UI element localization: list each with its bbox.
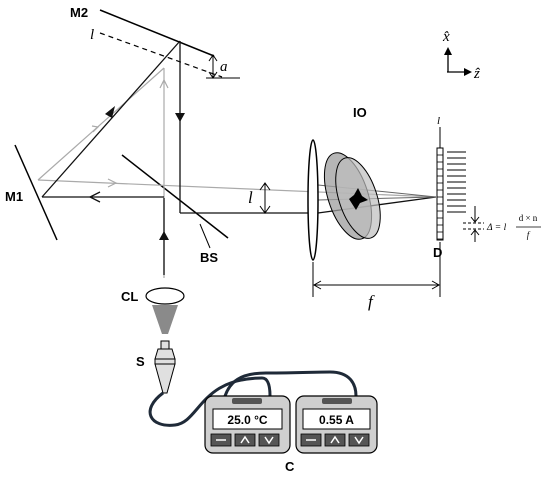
label-s: S: [136, 354, 145, 369]
source-light-cone: [152, 305, 178, 334]
chevron-down-icon: [264, 436, 274, 445]
collimating-lens: [145, 287, 185, 305]
focal-length-arrowhead-right: [431, 280, 441, 290]
label-bs: BS: [200, 250, 218, 265]
label-c: C: [285, 459, 295, 474]
focal-length-arrowhead-left: [312, 280, 322, 290]
beam-path-dark: [41, 40, 437, 275]
label-m1: M1: [5, 189, 23, 204]
separation-l-arrowhead-bottom: [259, 205, 271, 214]
current-display: [302, 408, 371, 430]
chevron-up-icon: [240, 435, 250, 444]
axis-z-arrowhead: [464, 68, 472, 76]
fringe-pattern: [447, 151, 466, 213]
label-l-top: l: [90, 27, 94, 43]
temperature-down-button[interactable]: [258, 433, 280, 447]
label-io: IO: [353, 105, 367, 120]
formula-numerator: d × n: [519, 213, 538, 223]
temperature-controller: 25.0 °C: [204, 395, 291, 454]
controller-cable-1: [148, 376, 272, 427]
dark-beam-arrow-left: [88, 191, 101, 203]
offset-a-arrowhead-top: [208, 54, 218, 62]
label-l-detector: l: [437, 115, 440, 127]
temperature-up-button[interactable]: [234, 433, 256, 447]
fringe-spacing-arrowhead-top: [470, 216, 480, 223]
fringe-spacing-arrowhead-bottom: [470, 229, 480, 236]
light-beam-arrow-diag: [91, 125, 100, 133]
mirror-m2-reference-dashed: [99, 32, 223, 78]
dark-beam-arrow-down: [175, 113, 185, 122]
temperature-readout: 25.0 °C: [227, 413, 267, 427]
dark-beam-arrow-diag: [105, 106, 115, 118]
chevron-up-icon: [330, 435, 340, 444]
current-up-button[interactable]: [324, 433, 346, 447]
formula-denominator: f: [527, 230, 531, 240]
separation-l-arrowhead-top: [259, 182, 271, 191]
axis-z-label: ẑ: [473, 66, 480, 82]
current-readout: 0.55 A: [319, 413, 354, 427]
beam-path-light: [37, 67, 437, 278]
label-f: f: [368, 292, 375, 311]
offset-a-arrowhead-bottom: [208, 71, 218, 79]
object-io-shape: [349, 188, 368, 210]
focusing-lens: [307, 139, 319, 261]
mirror-m2: [99, 9, 215, 57]
light-beam-arrow-right: [107, 178, 118, 188]
axis-x-arrowhead: [444, 47, 452, 55]
beam-splitter-pointer: [199, 223, 211, 249]
light-beam-arrow-up: [159, 78, 169, 89]
mirror-m1: [14, 144, 58, 241]
axis-x-label: x̂: [442, 29, 450, 45]
label-cl: CL: [121, 289, 138, 304]
label-d: D: [433, 245, 442, 260]
dark-beam-arrow-up: [159, 231, 169, 240]
current-down-button[interactable]: [348, 433, 370, 447]
controller-cable-2: [223, 370, 358, 397]
label-l-mid: l: [248, 188, 253, 207]
label-a: a: [220, 59, 228, 75]
light-source: [154, 340, 176, 394]
current-controller: 0.55 A: [295, 395, 378, 454]
chevron-down-icon: [354, 436, 364, 445]
beam-splitter: [121, 154, 229, 239]
label-m2: M2: [70, 5, 88, 20]
temperature-display: [212, 408, 283, 430]
formula-lhs: Δ = l: [486, 223, 507, 233]
detector-pixels: [437, 154, 443, 240]
